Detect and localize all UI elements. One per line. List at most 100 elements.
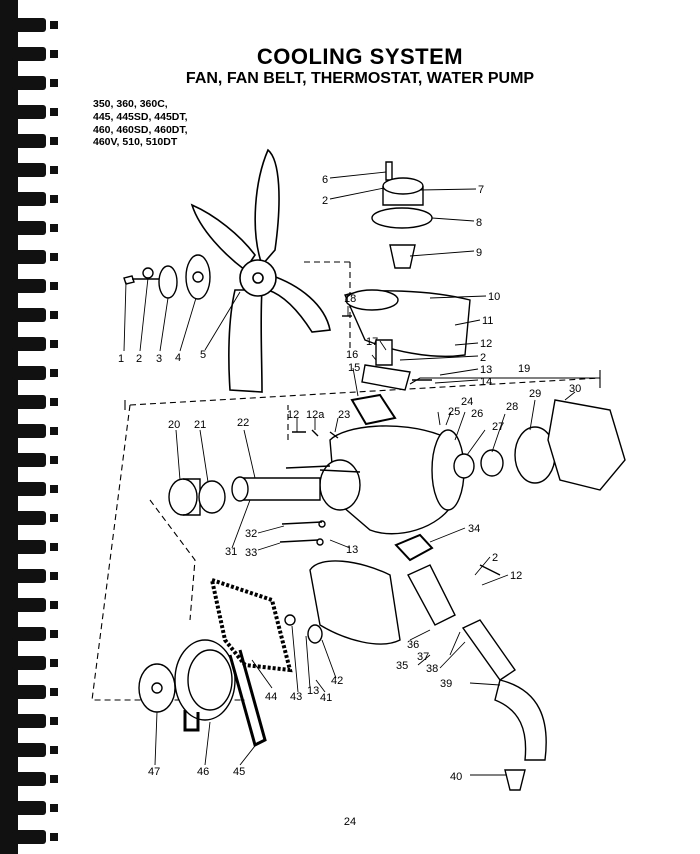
callout-13: 13 <box>307 685 319 697</box>
callout-36: 36 <box>407 639 419 651</box>
callout-13: 13 <box>480 364 492 376</box>
callout-35: 35 <box>396 660 408 672</box>
binding-hole <box>50 340 58 348</box>
binding-ring <box>12 656 46 670</box>
binding-ring <box>12 18 46 32</box>
callout-20: 20 <box>168 419 180 431</box>
binding-ring <box>12 221 46 235</box>
binding-ring <box>12 482 46 496</box>
binding-ring <box>12 453 46 467</box>
callout-13: 13 <box>346 544 358 556</box>
binding-hole <box>50 717 58 725</box>
binding-ring <box>12 511 46 525</box>
model-line: 445, 445SD, 445DT, <box>93 110 188 123</box>
callout-12a: 12a <box>306 409 325 421</box>
callout-43: 43 <box>290 691 302 703</box>
binding-ring <box>12 105 46 119</box>
callout-6: 6 <box>322 174 328 186</box>
binding-ring <box>12 192 46 206</box>
binding-hole <box>50 688 58 696</box>
callout-12: 12 <box>510 570 522 582</box>
callout-22: 22 <box>237 417 249 429</box>
callout-46: 46 <box>197 766 209 778</box>
page-title: COOLING SYSTEM <box>256 44 464 69</box>
callout-21: 21 <box>194 419 206 431</box>
callout-15: 15 <box>348 362 360 374</box>
binding-ring <box>12 685 46 699</box>
binding-hole <box>50 108 58 116</box>
callout-41: 41 <box>320 692 332 704</box>
binding-hole <box>50 21 58 29</box>
binding-hole <box>50 659 58 667</box>
binding-hole <box>50 427 58 435</box>
binding-ring <box>12 569 46 583</box>
callout-29: 29 <box>529 388 541 400</box>
callout-5: 5 <box>200 349 206 361</box>
binding-ring <box>12 598 46 612</box>
callout-38: 38 <box>426 663 438 675</box>
binding-hole <box>50 79 58 87</box>
callout-12: 12 <box>287 409 299 421</box>
binding-ring <box>12 76 46 90</box>
binding-hole <box>50 514 58 522</box>
binding-ring <box>12 163 46 177</box>
binding-ring <box>12 308 46 322</box>
callout-44: 44 <box>265 691 277 703</box>
callout-3: 3 <box>156 353 162 365</box>
binding-ring <box>12 540 46 554</box>
callout-4: 4 <box>175 352 181 364</box>
callout-2: 2 <box>322 195 328 207</box>
binding-hole <box>50 572 58 580</box>
callout-39: 39 <box>440 678 452 690</box>
callout-23: 23 <box>338 409 350 421</box>
fan <box>190 148 331 393</box>
binding-hole <box>50 166 58 174</box>
model-line: 460V, 510, 510DT <box>93 136 178 149</box>
binding-ring <box>12 772 46 786</box>
spiral-binding <box>0 0 58 854</box>
callout-9: 9 <box>476 247 482 259</box>
callout-31: 31 <box>225 546 237 558</box>
binding-ring <box>12 830 46 844</box>
callout-19: 19 <box>518 363 530 375</box>
model-line: 460, 460SD, 460DT, <box>93 123 188 136</box>
binding-hole <box>50 456 58 464</box>
binding-hole <box>50 804 58 812</box>
callout-30: 30 <box>569 383 581 395</box>
exploded-parts-diagram: 6 2 7 8 9 10 11 12 2 13 14 18 17 16 15 1… <box>91 148 626 791</box>
callout-2: 2 <box>136 353 142 365</box>
binding-hole <box>50 398 58 406</box>
callout-10: 10 <box>488 291 500 303</box>
binding-hole <box>50 369 58 377</box>
binding-hole <box>50 224 58 232</box>
callout-32: 32 <box>245 528 257 540</box>
binding-hole <box>50 833 58 841</box>
binding-ring <box>12 134 46 148</box>
callout-18: 18 <box>344 293 356 305</box>
binding-hole <box>50 282 58 290</box>
callout-47: 47 <box>148 766 160 778</box>
binding-ring <box>12 250 46 264</box>
binding-hole <box>50 485 58 493</box>
binding-hole <box>50 311 58 319</box>
callout-7: 7 <box>478 184 484 196</box>
callout-34: 34 <box>468 523 480 535</box>
binding-ring <box>12 714 46 728</box>
page-number: 24 <box>343 816 357 828</box>
callout-45: 45 <box>233 766 245 778</box>
binding-hole <box>50 253 58 261</box>
callout-28: 28 <box>506 401 518 413</box>
callout-33: 33 <box>245 547 257 559</box>
binding-ring <box>12 743 46 757</box>
binding-ring <box>12 395 46 409</box>
callout-16: 16 <box>346 349 358 361</box>
callout-40: 40 <box>450 771 462 783</box>
binding-ring <box>12 627 46 641</box>
page-subtitle: FAN, FAN BELT, THERMOSTAT, WATER PUMP <box>185 70 535 87</box>
binding-ring <box>12 279 46 293</box>
callout-14: 14 <box>480 376 492 388</box>
model-list: 350, 360, 360C, 445, 445SD, 445DT, 460, … <box>93 98 188 149</box>
callout-2: 2 <box>492 552 498 564</box>
binding-hole <box>50 746 58 754</box>
callout-2: 2 <box>480 352 486 364</box>
